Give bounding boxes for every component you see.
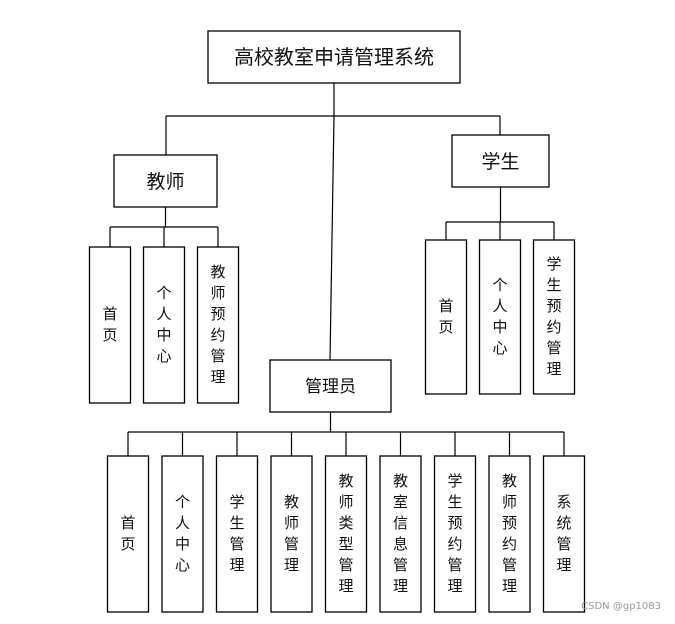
leaf-admin-1: 个人中心 (161, 455, 204, 613)
leaf-admin-8: 系统管理 (542, 455, 586, 613)
leaf-admin-3-box (270, 455, 313, 613)
leaf-student-1: 个人中心 (478, 239, 522, 395)
leaf-admin-6-box (433, 455, 477, 613)
leaf-admin-0-box (106, 455, 150, 613)
leaf-admin-4-box (324, 455, 368, 613)
branch-student: 学生 (451, 134, 550, 188)
leaf-teacher-0-box (88, 246, 132, 404)
leaf-admin-7: 教师预约管理 (488, 455, 531, 613)
leaf-student-0-label: 首页 (438, 297, 453, 336)
leaf-admin-5-label: 教室信息管理 (393, 472, 408, 595)
leaf-admin-2: 学生管理 (215, 455, 259, 613)
branch-teacher-label: 教师 (146, 171, 184, 193)
leaf-admin-3-label: 教师管理 (284, 493, 299, 574)
leaf-teacher-2-box (196, 246, 240, 404)
leaf-teacher-1-box (142, 246, 186, 404)
diagram-nodes: 高校教室申请管理系统教师首页个人中心教师预约管理管理员首页个人中心学生管理教师管… (88, 30, 586, 613)
leaf-student-0: 首页 (424, 239, 468, 395)
leaf-admin-7-box (488, 455, 531, 613)
root-node-label: 高校教室申请管理系统 (234, 45, 434, 69)
leaf-teacher-0-label: 首页 (102, 305, 117, 344)
leaf-teacher-2-label: 教师预约管理 (210, 263, 225, 386)
leaf-teacher-1-label: 个人中心 (156, 284, 171, 365)
connector-lines (109, 83, 565, 456)
leaf-student-2-label: 学生预约管理 (546, 255, 561, 378)
leaf-admin-8-box (542, 455, 586, 613)
root-node-box (207, 30, 461, 84)
leaf-admin-3: 教师管理 (270, 455, 313, 613)
branch-student-box (451, 134, 550, 188)
leaf-student-1-label: 个人中心 (492, 276, 507, 357)
leaf-admin-5-box (379, 455, 422, 613)
watermark: CSDN @gp1083 (581, 601, 661, 612)
leaf-admin-8-label: 系统管理 (556, 493, 571, 574)
branch-teacher: 教师 (113, 154, 218, 208)
branch-admin-label: 管理员 (305, 377, 356, 397)
link-admin (329, 115, 335, 361)
leaf-admin-6: 学生预约管理 (433, 455, 477, 613)
leaf-teacher-2: 教师预约管理 (196, 246, 240, 404)
leaf-teacher-1: 个人中心 (142, 246, 186, 404)
leaf-admin-6-label: 学生预约管理 (447, 472, 462, 595)
leaf-teacher-0: 首页 (88, 246, 132, 404)
branch-admin: 管理员 (269, 359, 392, 413)
leaf-admin-2-label: 学生管理 (229, 493, 244, 574)
leaf-admin-0-label: 首页 (120, 514, 135, 553)
branch-teacher-box (113, 154, 218, 208)
root-node: 高校教室申请管理系统 (207, 30, 461, 84)
leaf-admin-1-label: 个人中心 (175, 493, 190, 574)
leaf-admin-0: 首页 (106, 455, 150, 613)
leaf-admin-5: 教室信息管理 (379, 455, 422, 613)
leaf-student-1-box (478, 239, 522, 395)
leaf-admin-4-label: 教师类型管理 (338, 472, 353, 595)
leaf-admin-1-box (161, 455, 204, 613)
leaf-admin-2-box (215, 455, 259, 613)
leaf-admin-7-label: 教师预约管理 (502, 472, 517, 595)
leaf-student-2: 学生预约管理 (532, 239, 576, 395)
leaf-admin-4: 教师类型管理 (324, 455, 368, 613)
leaf-student-2-box (532, 239, 576, 395)
leaf-student-0-box (424, 239, 468, 395)
branch-student-label: 学生 (481, 151, 519, 173)
branch-admin-box (269, 359, 392, 413)
